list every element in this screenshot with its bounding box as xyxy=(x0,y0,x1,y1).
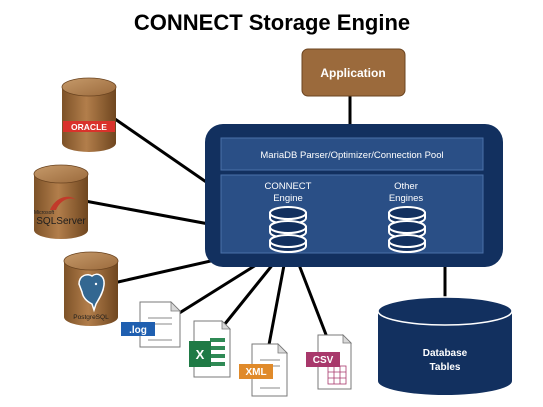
postgres-database-cylinder[interactable]: PostgreSQL xyxy=(63,251,119,326)
parser-panel xyxy=(220,137,484,171)
diagram-title: CONNECT Storage Engine xyxy=(134,10,410,35)
application-label: Application xyxy=(320,66,385,80)
parser-label: MariaDB Parser/Optimizer/Connection Pool xyxy=(260,150,443,161)
other-engines-icon xyxy=(388,206,426,253)
database-tables-label-2: Tables xyxy=(430,362,461,373)
database-tables-cylinder[interactable]: Database Tables xyxy=(377,296,513,395)
excel-label: X xyxy=(196,347,205,362)
application-box[interactable]: Application xyxy=(301,48,406,97)
oracle-database-cylinder[interactable]: ORACLE xyxy=(61,77,117,152)
xml-label: XML xyxy=(245,367,266,378)
connect-engine-label-2: Engine xyxy=(273,193,303,204)
log-file-icon[interactable]: .log xyxy=(121,301,181,348)
engines-panel xyxy=(220,174,484,254)
mariadb-server-frame: MariaDB Parser/Optimizer/Connection Pool… xyxy=(205,124,503,267)
sqlserver-label: SQLServer xyxy=(36,216,86,227)
postgres-label: PostgreSQL xyxy=(73,314,109,321)
sqlserver-swoosh-icon xyxy=(50,196,76,210)
database-tables-label-1: Database xyxy=(423,348,468,359)
csv-label: CSV xyxy=(313,355,334,366)
excel-file-icon[interactable]: X xyxy=(189,320,231,378)
csv-file-icon[interactable]: CSV xyxy=(306,334,352,390)
xml-file-icon[interactable]: XML xyxy=(239,343,288,397)
oracle-label: ORACLE xyxy=(71,122,107,132)
connect-engine-icon xyxy=(269,206,307,253)
other-engines-label-1: Other xyxy=(394,181,418,192)
postgres-elephant-icon xyxy=(78,273,105,313)
oracle-logo xyxy=(63,121,115,132)
log-label: .log xyxy=(129,325,147,336)
connect-engine-label-1: CONNECT xyxy=(265,181,312,192)
sqlserver-microsoft-label: Microsoft xyxy=(34,210,55,216)
sqlserver-database-cylinder[interactable]: Microsoft SQLServer xyxy=(33,164,89,239)
other-engines-label-2: Engines xyxy=(389,193,424,204)
